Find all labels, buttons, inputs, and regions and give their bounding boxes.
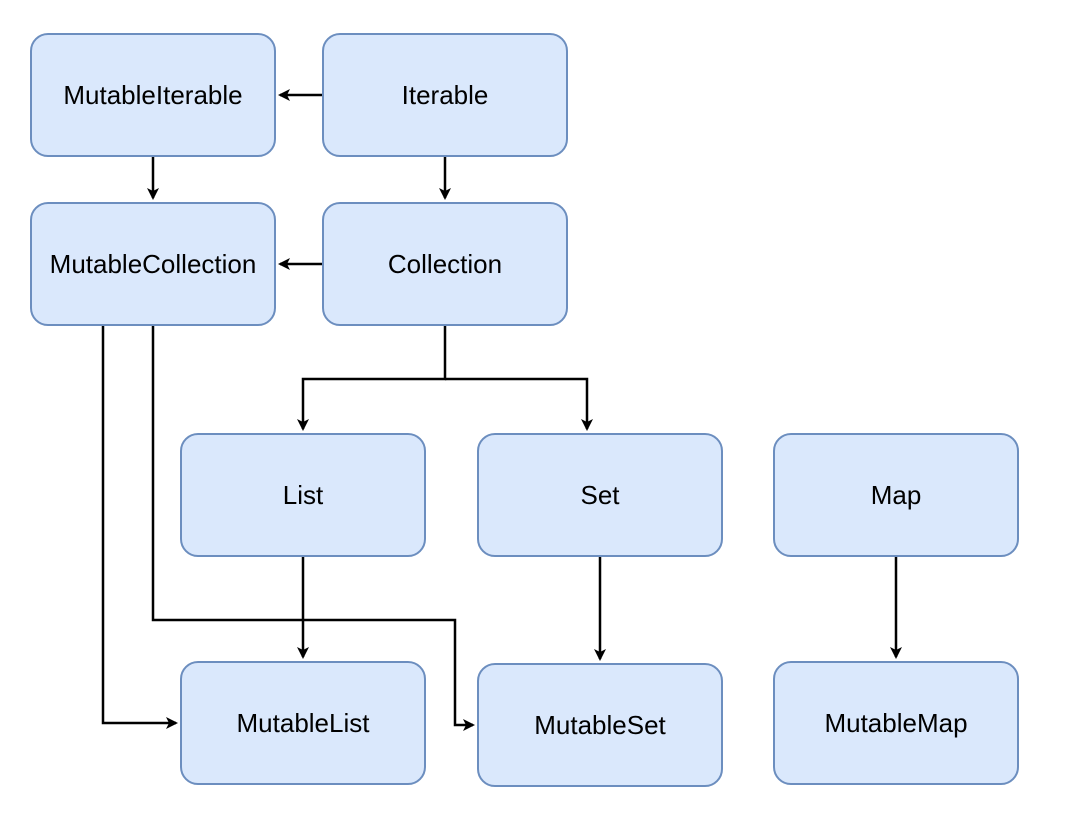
node-mutable-set[interactable]: MutableSet <box>477 663 723 787</box>
node-set[interactable]: Set <box>477 433 723 557</box>
edge-collection-to-set <box>445 377 593 431</box>
node-label-list: List <box>282 479 324 510</box>
node-mutable-iterable[interactable]: MutableIterable <box>30 33 276 157</box>
node-label-map: Map <box>870 479 922 510</box>
node-label-collection: Collection <box>387 248 503 279</box>
node-mutable-collection[interactable]: MutableCollection <box>30 202 276 326</box>
node-label-set: Set <box>580 479 620 510</box>
node-collection[interactable]: Collection <box>322 202 568 326</box>
node-label-mutable-list: MutableList <box>236 707 370 738</box>
node-label-mutable-map: MutableMap <box>824 707 968 738</box>
node-label-mutable-set: MutableSet <box>534 709 666 740</box>
node-label-mutable-iterable: MutableIterable <box>63 79 243 110</box>
edge-collection-to-list <box>297 326 447 431</box>
edge-mutable-collection-to-mutable-list <box>101 326 178 729</box>
node-mutable-list[interactable]: MutableList <box>180 661 426 785</box>
node-list[interactable]: List <box>180 433 426 557</box>
node-iterable[interactable]: Iterable <box>322 33 568 157</box>
node-mutable-map[interactable]: MutableMap <box>773 661 1019 785</box>
node-label-mutable-collection: MutableCollection <box>49 248 257 279</box>
node-map[interactable]: Map <box>773 433 1019 557</box>
node-label-iterable: Iterable <box>401 79 489 110</box>
edge-mutable-collection-to-mutable-set <box>151 326 475 731</box>
